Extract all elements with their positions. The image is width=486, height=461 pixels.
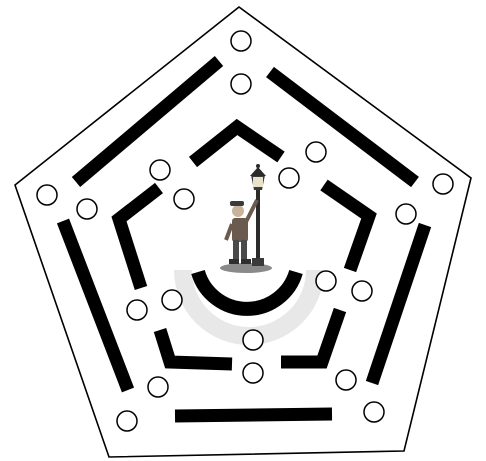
board-spot[interactable] bbox=[150, 160, 170, 180]
wall bbox=[324, 185, 369, 270]
board-spot[interactable] bbox=[231, 31, 251, 51]
board-spot[interactable] bbox=[77, 199, 97, 219]
board-spot[interactable] bbox=[127, 300, 147, 320]
board-spot[interactable] bbox=[433, 174, 453, 194]
board-spot[interactable] bbox=[352, 281, 372, 301]
wall bbox=[193, 127, 281, 162]
board-spot[interactable] bbox=[306, 142, 326, 162]
board-spot[interactable] bbox=[279, 168, 299, 188]
board-spot[interactable] bbox=[37, 185, 57, 205]
board-spot[interactable] bbox=[316, 271, 336, 291]
board-spot[interactable] bbox=[162, 290, 182, 310]
wall bbox=[372, 225, 425, 383]
board-spot[interactable] bbox=[243, 363, 263, 383]
lamplighter-figurine-icon bbox=[220, 164, 272, 273]
wall bbox=[270, 72, 415, 182]
board-spot[interactable] bbox=[231, 74, 251, 94]
board-spot[interactable] bbox=[364, 402, 384, 422]
board-spot[interactable] bbox=[243, 330, 263, 350]
board-spot[interactable] bbox=[336, 370, 356, 390]
board-spot[interactable] bbox=[396, 204, 416, 224]
center-pedestal bbox=[183, 270, 315, 336]
wall bbox=[119, 188, 159, 288]
wall bbox=[63, 221, 128, 390]
pedestal-arc bbox=[198, 272, 296, 309]
board-spot[interactable] bbox=[148, 377, 168, 397]
board-spot[interactable] bbox=[174, 189, 194, 209]
board-spot[interactable] bbox=[117, 411, 137, 431]
wall bbox=[175, 414, 332, 416]
